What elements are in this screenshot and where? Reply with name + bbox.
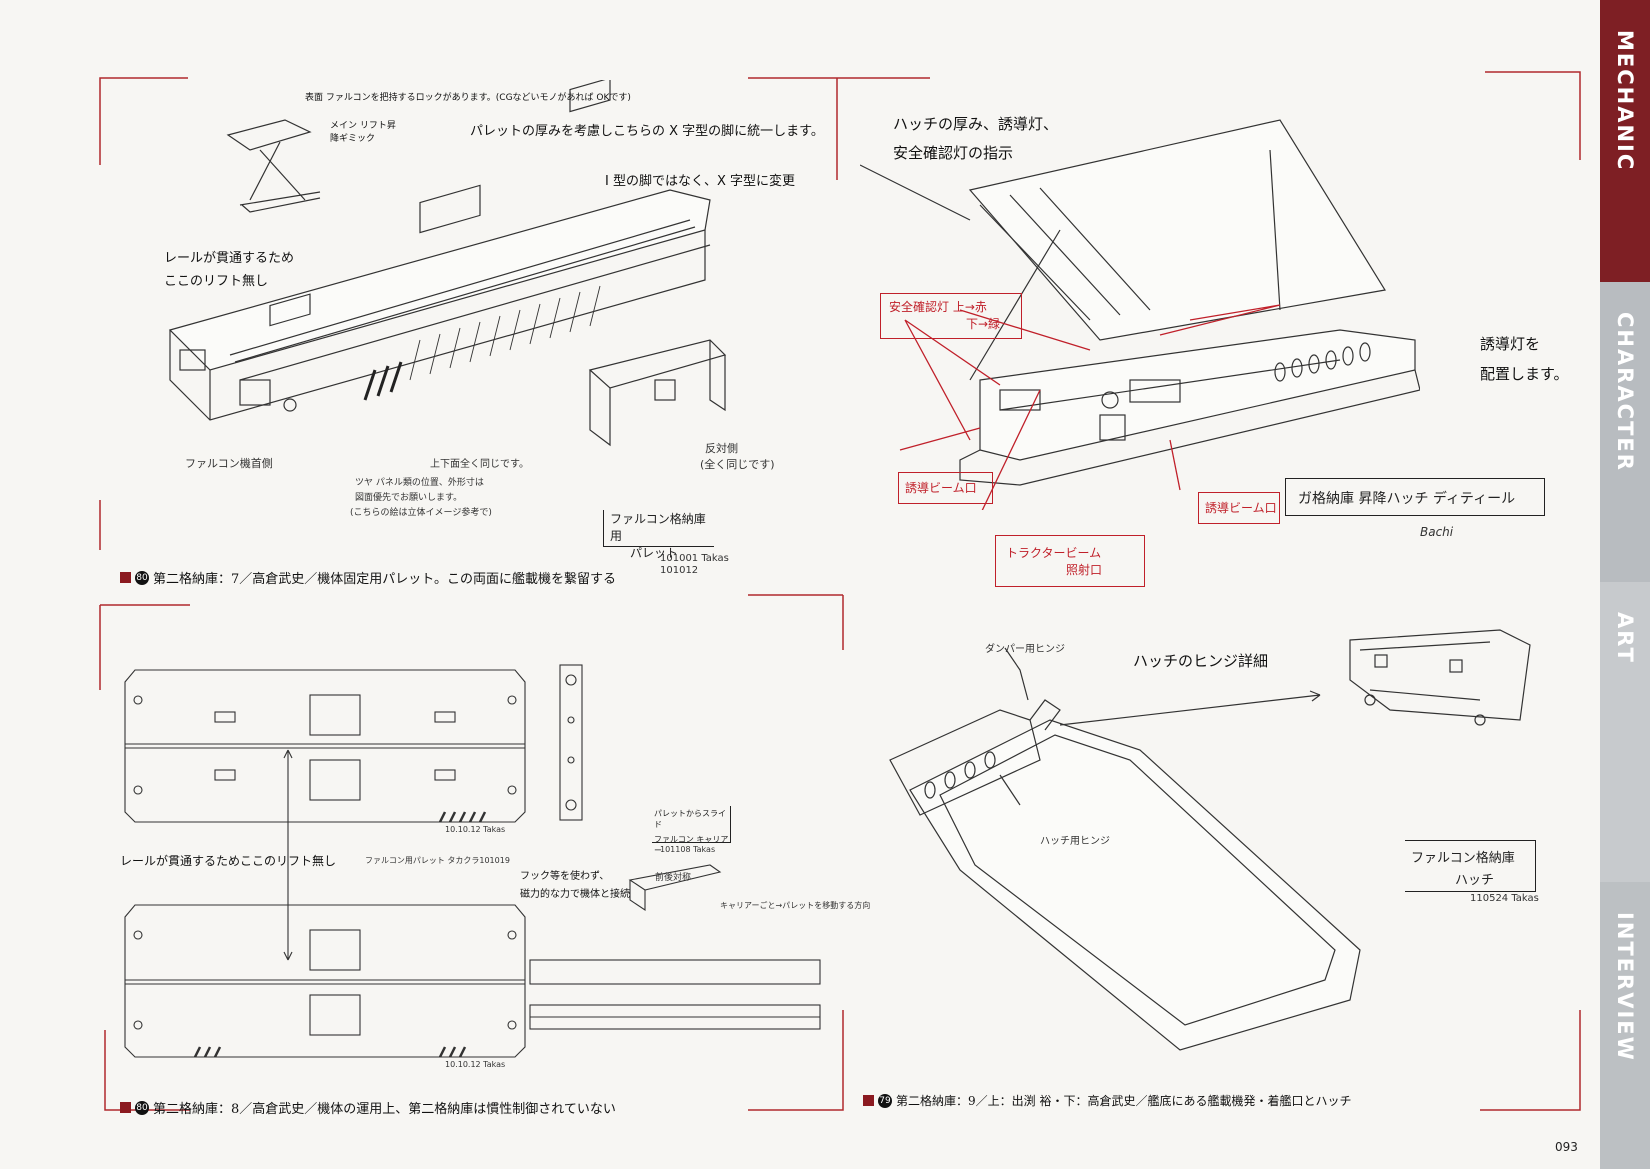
label-small-1: ツヤ パネル類の位置、外形寸は: [355, 478, 484, 488]
caption-number: 80: [135, 1100, 149, 1115]
caption-79: 79 第二格納庫：9／上：出渕 裕・下：高倉武史／艦底にある艦載機発・着艦口とハ…: [863, 1092, 1351, 1109]
guide-light-2: 配置します。: [1480, 365, 1569, 383]
note-lift: メイン リフト昇降ギミック: [330, 121, 396, 144]
label-slide: キャリアーごと→パレットを移動する方向: [720, 901, 871, 910]
red-box-tractor: トラクタービーム 照射口: [995, 535, 1145, 587]
hatch-title-2: 安全確認灯の指示: [893, 144, 1014, 162]
caption-text: 第二格納庫：8／高倉武史／機体の運用上、第二格納庫は慣性制御されていない: [153, 1102, 616, 1117]
date-2: 10.10.12 Takas: [445, 1060, 506, 1069]
red-safety-2: 下→緑: [966, 317, 1001, 331]
caption-80b: 80 第二格納庫：8／高倉武史／機体の運用上、第二格納庫は慣性制御されていない: [120, 1098, 616, 1117]
caption-square: [863, 1095, 874, 1106]
caption-80a: 80 第二格納庫：7／高倉武史／機体固定用パレット。この両面に艦載機を繋留する: [120, 568, 616, 587]
stamp-box-pallet: ファルコン格納庫用 パレット: [603, 510, 714, 560]
red-beam-right: 誘導ビーム口: [1205, 501, 1277, 515]
date-1: 10.10.12 Takas: [445, 825, 506, 834]
label-carrier-3: 101108 Takas: [660, 845, 716, 854]
label-reverse-2: (全く同じです): [700, 458, 775, 471]
tab-label: MECHANIC: [1613, 30, 1637, 172]
note-pallet: パレットの厚みを考慮しこちらの X 字型の脚に統一します。: [470, 124, 824, 139]
red-box-safety: 安全確認灯 上→赤 下→緑: [880, 293, 1022, 339]
tab-label: CHARACTER: [1613, 312, 1637, 472]
pallet-plan-sketch: [124, 664, 821, 1058]
carrier-box: パレットからスライド ファルコン キャリアー: [652, 806, 731, 855]
note-hook-1: フック等を使わず、: [520, 871, 610, 882]
note-xleg: I 型の脚ではなく、X 字型に変更: [605, 174, 796, 189]
caption-square: [120, 1102, 131, 1113]
tab-mechanic[interactable]: MECHANIC: [1600, 0, 1650, 282]
label-small-2: 図面優先でお願いします。: [355, 493, 463, 503]
hatch-box-date: 110524 Takas: [1470, 893, 1539, 904]
label-reverse-1: 反対側: [705, 442, 738, 455]
note-rail-2: ここのリフト無し: [164, 274, 269, 289]
pallet-isometric-sketch: [168, 80, 727, 447]
stamp-date: 101001 Takas: [660, 553, 729, 564]
label-small-3: (こちらの絵は立体イメージ参考で): [350, 508, 492, 518]
red-beam-left: 誘導ビーム口: [905, 481, 977, 495]
note-pallet-small: ファルコン用パレット タカクラ101019: [365, 856, 510, 865]
red-tractor-2: 照射口: [1066, 563, 1103, 577]
tab-label: ART: [1613, 612, 1637, 664]
red-box-beam-right: 誘導ビーム口: [1198, 492, 1280, 524]
label-hatch-hinge: ハッチ用ヒンジ: [1040, 836, 1110, 847]
note-top: 表面 ファルコンを把持するロックがあります。(CGなどいモノがあれば OKです): [305, 93, 631, 103]
label-head: ファルコン機首側: [185, 457, 273, 470]
caption-square: [120, 572, 131, 583]
caption-number: 79: [878, 1093, 892, 1108]
note-rail-bl: レールが貫通するためここのリフト無し: [120, 854, 337, 868]
label-damper: ダンパー用ヒンジ: [985, 644, 1065, 655]
note-hook-2: 磁力的な力で機体と接続: [520, 889, 630, 900]
label-updown: 上下面全く同じです。: [430, 459, 529, 470]
label-carrier-2: ファルコン キャリアー: [654, 835, 729, 855]
detail-box: ガ格納庫 昇降ハッチ ディティール: [1285, 478, 1545, 516]
red-safety-1: 安全確認灯 上→赤: [889, 300, 987, 314]
page-number: 093: [1555, 1140, 1578, 1154]
tab-art[interactable]: ART: [1600, 582, 1650, 882]
label-carrier-1: パレットからスライド: [654, 809, 726, 829]
stamp-title-1: ファルコン格納庫用: [610, 512, 706, 543]
hinge-detail-sketch: [889, 629, 1531, 1051]
red-tractor-1: トラクタービーム: [1006, 546, 1102, 560]
red-box-beam-left: 誘導ビーム口: [898, 472, 993, 504]
crop-marks: [99, 71, 1581, 1111]
hatch-detail-sketch: [860, 119, 1420, 510]
hatch-title-1: ハッチの厚み、誘導灯、: [893, 115, 1059, 133]
note-rail-1: レールが貫通するため: [164, 251, 295, 266]
stamp-title-2: パレット: [630, 546, 679, 560]
caption-number: 80: [135, 570, 149, 585]
hatch-box-2: ハッチ: [1455, 873, 1495, 888]
caption-text: 第二格納庫：9／上：出渕 裕・下：高倉武史／艦底にある艦載機発・着艦口とハッチ: [896, 1094, 1352, 1108]
stamp-date2: 101012: [660, 565, 699, 576]
label-front: 前後対称: [655, 873, 692, 883]
hinge-title: ハッチのヒンジ詳細: [1133, 652, 1269, 670]
detail-box-text: ガ格納庫 昇降ハッチ ディティール: [1298, 491, 1516, 507]
hatch-box-1: ファルコン格納庫: [1411, 851, 1515, 866]
guide-light-1: 誘導灯を: [1480, 335, 1541, 353]
section-tabs: MECHANIC CHARACTER ART INTERVIEW: [1600, 0, 1650, 1169]
signature: Bachi: [1420, 525, 1454, 539]
tab-character[interactable]: CHARACTER: [1600, 282, 1650, 582]
caption-text: 第二格納庫：7／高倉武史／機体固定用パレット。この両面に艦載機を繋留する: [153, 572, 617, 587]
tab-label: INTERVIEW: [1613, 912, 1637, 1062]
hatch-box: ファルコン格納庫 ハッチ: [1405, 840, 1536, 892]
tab-interview[interactable]: INTERVIEW: [1600, 882, 1650, 1169]
